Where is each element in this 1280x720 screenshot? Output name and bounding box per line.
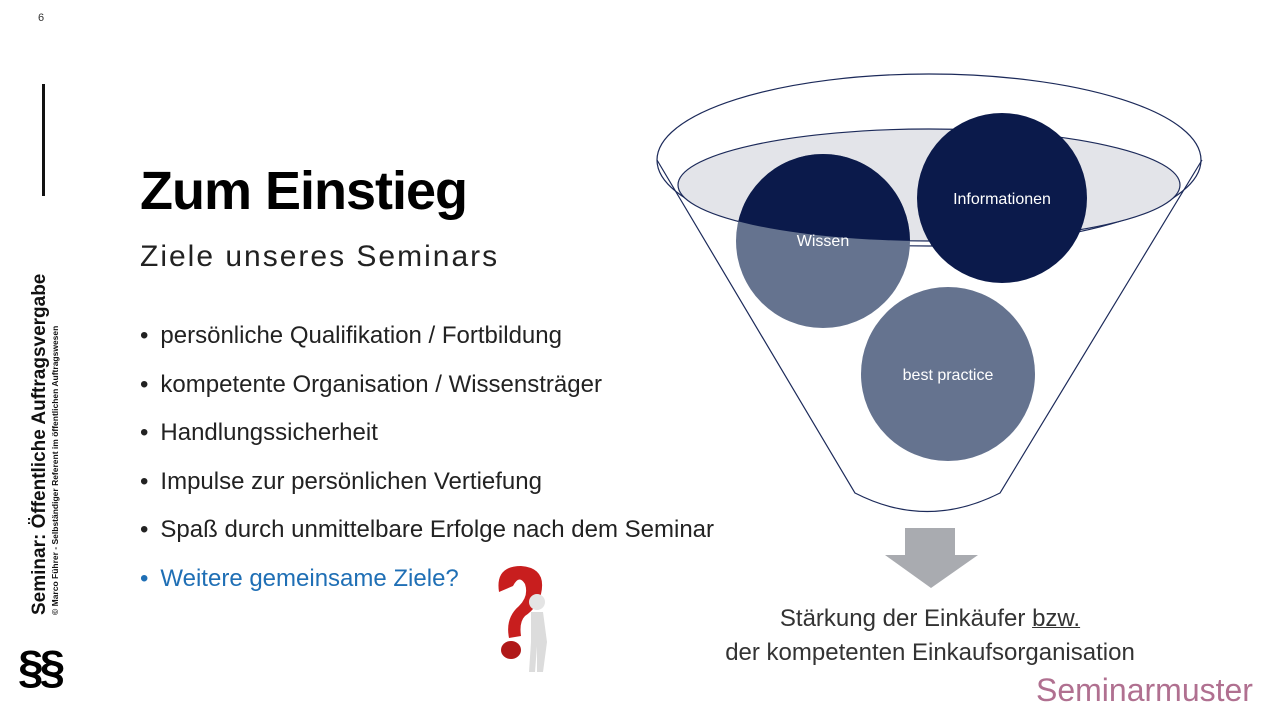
- list-item: Spaß durch unmittelbare Erfolge nach dem…: [140, 516, 714, 565]
- list-item: Handlungssicherheit: [140, 419, 714, 468]
- goal-list: persönliche Qualifikation / Fortbildung …: [140, 322, 714, 613]
- circle-wissen: Wissen: [736, 154, 910, 328]
- paragraph-symbol: §§: [18, 641, 65, 693]
- result-line2: der kompetenten Einkaufsorganisation: [725, 639, 1135, 666]
- list-item: kompetente Organisation / Wissensträger: [140, 371, 714, 420]
- page-number: 6: [38, 12, 45, 24]
- circle-informationen: Informationen: [917, 113, 1087, 283]
- slide-title: Zum Einstieg: [140, 161, 468, 221]
- circle-label: Informationen: [953, 191, 1051, 208]
- circle-best-practice: best practice: [861, 287, 1035, 461]
- arrow-down-icon: [885, 528, 978, 588]
- list-item: Impulse zur persönlichen Vertiefung: [140, 468, 714, 517]
- result-text: Stärkung der Einkäufer bzw. der kompeten…: [700, 602, 1160, 670]
- result-line1: Stärkung der Einkäufer: [779, 605, 1026, 632]
- result-underlined: bzw.: [1032, 605, 1081, 632]
- funnel-rim: [656, 73, 1202, 247]
- watermark: Seminarmuster: [1036, 672, 1253, 708]
- slide-subtitle: Ziele unseres Seminars: [140, 240, 500, 273]
- divider-line: [42, 84, 45, 196]
- list-item: persönliche Qualifikation / Fortbildung: [140, 322, 714, 371]
- list-item: Weitere gemeinsame Ziele?: [140, 565, 714, 614]
- circle-label: Wissen: [797, 233, 849, 250]
- circle-label: best practice: [903, 367, 994, 384]
- funnel-outline: [656, 159, 1203, 512]
- question-figure-image: [498, 566, 547, 672]
